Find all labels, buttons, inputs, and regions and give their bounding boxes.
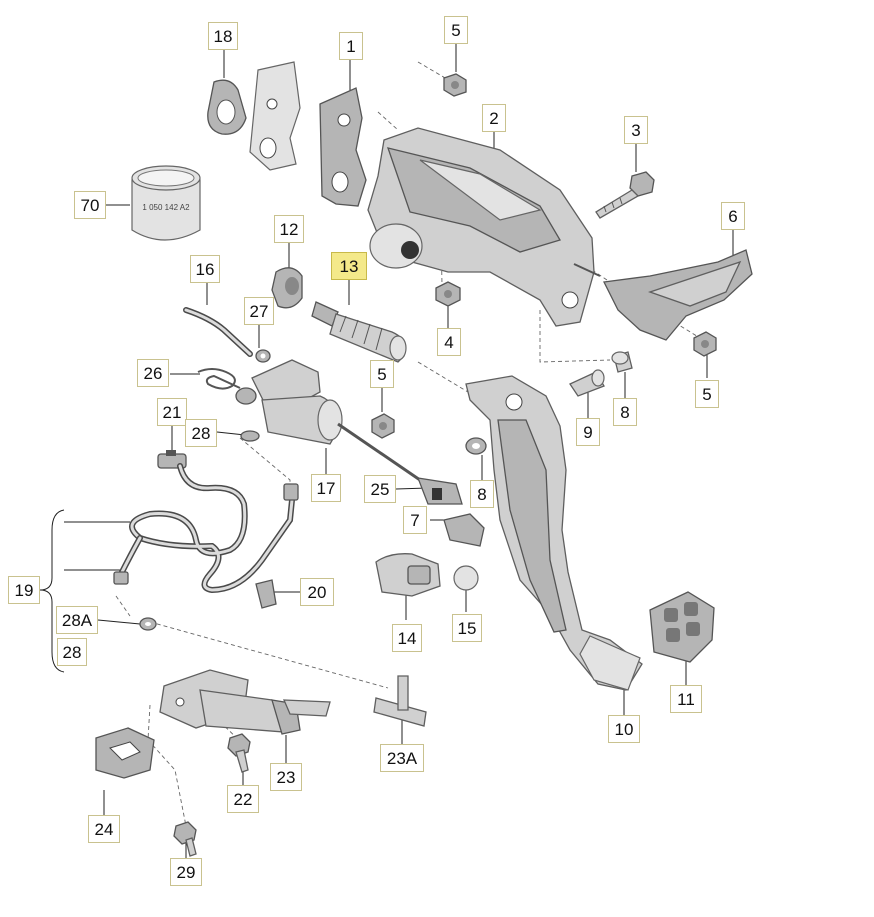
part-20-pipe-clip[interactable] — [255, 579, 277, 609]
callout-26[interactable]: 26 — [137, 359, 169, 387]
part-3-bolt[interactable] — [595, 171, 655, 219]
callout-13-highlighted[interactable]: 13 — [331, 252, 367, 280]
callout-11[interactable]: 11 — [670, 685, 702, 713]
part-7-bracket-stop[interactable] — [443, 513, 485, 547]
callout-17[interactable]: 17 — [311, 474, 341, 502]
callout-18[interactable]: 18 — [208, 22, 238, 50]
callout-25[interactable]: 25 — [364, 475, 396, 503]
callout-7[interactable]: 7 — [403, 506, 427, 534]
callout-5-right[interactable]: 5 — [695, 380, 719, 408]
part-24-bracket[interactable] — [95, 727, 155, 779]
callout-29[interactable]: 29 — [170, 858, 202, 886]
part-2-pedal-bracket-housing[interactable] — [367, 127, 601, 327]
callout-70[interactable]: 70 — [74, 191, 106, 219]
callout-16[interactable]: 16 — [190, 255, 220, 283]
callout-28A[interactable]: 28A — [56, 606, 98, 634]
part-28-seal[interactable] — [240, 430, 260, 442]
part-25-clevis[interactable] — [416, 477, 463, 505]
callout-3[interactable]: 3 — [624, 116, 648, 144]
callout-9[interactable]: 9 — [576, 418, 600, 446]
ring-part-number: 1 050 142 A2 — [142, 203, 190, 212]
callout-6[interactable]: 6 — [721, 202, 745, 230]
callout-20[interactable]: 20 — [300, 578, 334, 606]
part-5-nut-right[interactable] — [693, 331, 717, 357]
callout-10[interactable]: 10 — [608, 715, 640, 743]
callout-8-upper[interactable]: 8 — [613, 398, 637, 426]
part-16-hose[interactable] — [183, 307, 253, 357]
part-22-bolt[interactable] — [227, 733, 251, 773]
part-8-bush-lower[interactable] — [465, 437, 487, 455]
callout-28-lower[interactable]: 28 — [57, 638, 87, 666]
part-26-retaining-clip[interactable] — [197, 368, 241, 390]
part-70-sleeve-ring[interactable]: 1 050 142 A2 — [131, 165, 201, 241]
callout-23[interactable]: 23 — [270, 763, 302, 791]
part-12-buffer[interactable] — [271, 267, 303, 309]
part-19-pressure-line[interactable] — [113, 463, 299, 594]
callout-12[interactable]: 12 — [274, 215, 304, 243]
callout-28-upper[interactable]: 28 — [185, 419, 217, 447]
part-6-support-bracket[interactable] — [603, 249, 753, 341]
part-28A-seal-ring[interactable] — [139, 617, 157, 631]
callout-27[interactable]: 27 — [244, 297, 274, 325]
callout-4[interactable]: 4 — [437, 328, 461, 356]
part-1-bracket-plate[interactable] — [249, 61, 367, 207]
callout-5-middle[interactable]: 5 — [370, 360, 394, 388]
callout-15[interactable]: 15 — [452, 614, 482, 642]
callout-1[interactable]: 1 — [339, 32, 363, 60]
part-14-switch-housing[interactable] — [375, 553, 441, 597]
part-13-over-centre-spring[interactable] — [311, 301, 407, 363]
callout-22[interactable]: 22 — [227, 785, 259, 813]
callout-21[interactable]: 21 — [157, 398, 187, 426]
callout-24[interactable]: 24 — [88, 815, 120, 843]
callout-23A[interactable]: 23A — [380, 744, 424, 772]
part-27-clip[interactable] — [255, 349, 271, 363]
callout-5-top[interactable]: 5 — [444, 16, 468, 44]
part-18-clamp[interactable] — [207, 79, 247, 135]
part-5-nut-middle[interactable] — [371, 413, 395, 439]
part-11-pedal-pad[interactable] — [649, 591, 715, 663]
part-29-bolt[interactable] — [173, 821, 197, 857]
part-9-sleeve[interactable] — [569, 369, 605, 397]
part-23-slave-cylinder[interactable] — [159, 669, 331, 735]
part-5-nut[interactable] — [443, 73, 467, 97]
callout-14[interactable]: 14 — [392, 624, 422, 652]
part-8-bush-upper[interactable] — [611, 351, 633, 373]
part-15-cap[interactable] — [453, 565, 479, 591]
callout-2[interactable]: 2 — [482, 104, 506, 132]
part-4-nut[interactable] — [435, 281, 461, 307]
part-10-clutch-pedal[interactable] — [465, 375, 643, 691]
callout-19[interactable]: 19 — [8, 576, 40, 604]
part-17-clutch-master-cylinder[interactable] — [235, 359, 421, 482]
part-23A-t-piece[interactable] — [373, 675, 427, 727]
callout-8-lower[interactable]: 8 — [470, 480, 494, 508]
